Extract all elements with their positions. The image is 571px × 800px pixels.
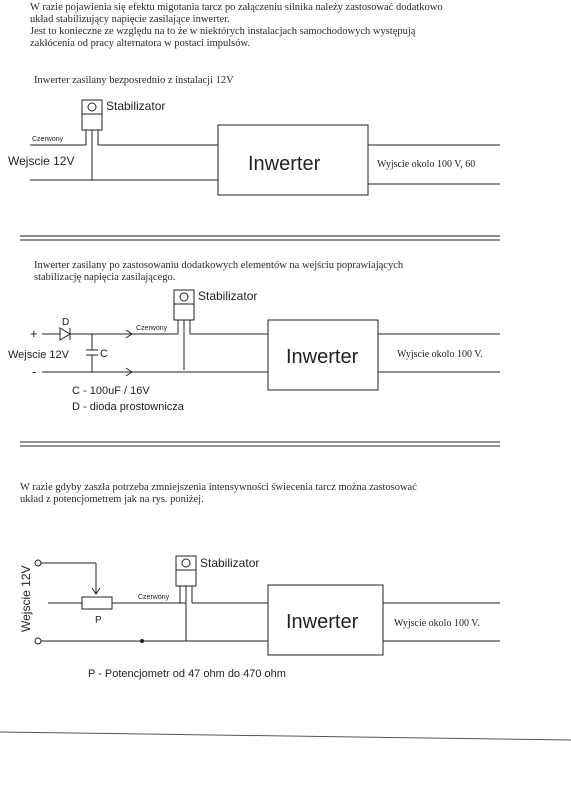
diagram2-wire-label: Czerwony	[136, 325, 168, 332]
diagram2-diode-symbol	[59, 327, 71, 341]
diagram2-minus-sign: -	[32, 364, 36, 379]
diagram3-caption-line-1: W razie gdyby zaszła potrzeba zmniejszen…	[20, 482, 417, 493]
diagram2-legend-d: D - dioda prostownicza	[72, 401, 185, 413]
diagram3-inverter-label: Inwerter	[286, 611, 359, 633]
intro-line-4: zakłócenia od pracy alternatora w postac…	[30, 38, 251, 49]
diagram1-stabilizer-body	[81, 99, 103, 131]
diagram1-schematic	[30, 99, 500, 196]
diagram3-terminal-top	[34, 559, 42, 567]
diagram3-potentiometer-symbol	[81, 596, 113, 610]
diagram2-output-label: Wyjscie okolo 100 V.	[397, 349, 483, 360]
diagram2-diode-label: D	[62, 317, 69, 328]
diagram1-input-label: Wejscie 12V	[8, 154, 74, 168]
diagram1-output-label: Wyjscie okolo 100 V, 60	[377, 159, 475, 170]
intro-line-3: Jest to konieczne ze względu na to że w …	[30, 26, 416, 37]
diagram3-terminal-bottom	[34, 637, 42, 645]
diagram3-output-label: Wyjscie okolo 100 V.	[394, 618, 480, 629]
diagram3-schematic	[34, 555, 500, 656]
diagram2-plus-sign: +	[30, 326, 38, 341]
diagram1-inverter-box	[217, 124, 369, 196]
diagram3-pot-label: P	[95, 615, 102, 626]
diagram1-stabilizer-label: Stabilizator	[106, 99, 165, 113]
diagram3-stabilizer-hole	[181, 558, 191, 568]
diagram2-schematic	[42, 289, 500, 391]
diagram2-inverter-label: Inwerter	[286, 346, 359, 368]
diagram2-legend-c: C - 100uF / 16V	[72, 385, 150, 397]
diagram3-inverter-box	[267, 584, 384, 656]
diagram3-input-label: Wejscie 12V	[19, 566, 33, 632]
diagram2-stabilizer-body	[173, 289, 195, 321]
diagram3-stabilizer-body	[175, 555, 197, 587]
diagram2-cap-label: C	[100, 348, 108, 360]
diagram1-wire-label: Czerwony	[32, 136, 64, 143]
diagram2-input-label: Wejscie 12V	[8, 349, 70, 361]
diagram3-wire-label: Czerwony	[138, 594, 170, 601]
page-bottom-line	[0, 731, 571, 741]
diagram1-caption: Inwerter zasilany bezposrednio z instala…	[34, 75, 234, 86]
intro-line-2: układ stabilizujący napięcie zasilające …	[30, 14, 230, 25]
diagram1-stabilizer-hole	[87, 102, 97, 112]
diagram3-legend-p: P - Potencjometr od 47 ohm do 470 ohm	[88, 668, 286, 680]
diagram3-caption-line-2: układ z potencjometrem jak na rys. poniż…	[20, 494, 204, 505]
diagram2-stabilizer-hole	[179, 292, 189, 302]
diagram2-stabilizer-label: Stabilizator	[198, 289, 257, 303]
diagram2-inverter-box	[267, 319, 379, 391]
diagram2-caption-line-1: Inwerter zasilany po zastosowaniu dodatk…	[34, 260, 404, 271]
intro-line-1: W razie pojawienia się efektu migotania …	[30, 2, 443, 13]
diagram1-inverter-label: Inwerter	[248, 153, 321, 175]
diagram3-stabilizer-label: Stabilizator	[200, 556, 259, 570]
diagram2-caption-line-2: stabilizację napięcia zasilającego.	[34, 272, 176, 283]
